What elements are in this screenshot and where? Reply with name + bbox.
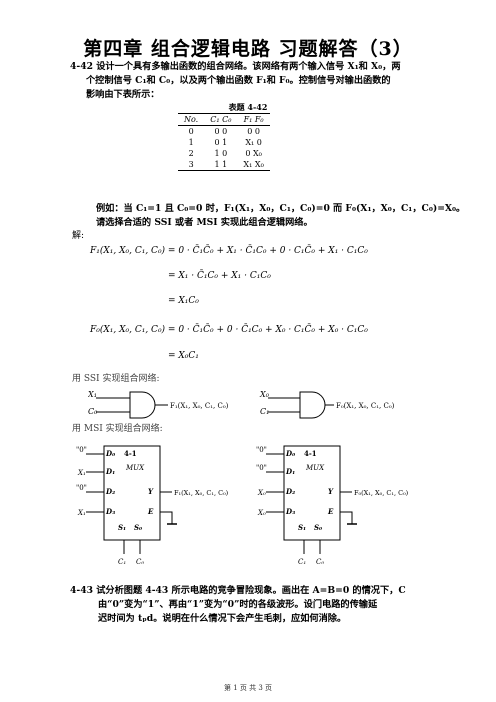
mux-f1-circuit: D₀ 4-1 MUX D₁ D₂ D₃ Y E S₁ S₀ "0" X₁ "0"… xyxy=(76,445,229,566)
mux-y-pin: Y xyxy=(328,487,334,496)
table-cell: 1 xyxy=(188,138,194,147)
page-title: 第四章 组合逻辑电路 习题解答（3） xyxy=(83,38,413,60)
truth-table: No. C₁ C₀ F₁ F₀ 0 0 0 0 0 1 0 1 X₁ 0 2 1… xyxy=(178,113,270,171)
mux-output-label: F₀(X₁, X₀, C₁, C₀) xyxy=(354,489,409,497)
example-text: 例如：当 C₁=1 且 C₀=0 时，F₁(X₁，X₀，C₁，C₀)=0 而 F… xyxy=(96,202,476,230)
mux-s0-pin: S₀ xyxy=(314,523,322,532)
mux-s1-pin: S₁ xyxy=(298,523,306,532)
table-cell: 1 0 xyxy=(214,149,228,158)
problem-line: 由“0”变为“1”、再由“1”变为“0”时的各级波形。设门电路的传输延 xyxy=(98,599,378,610)
and-gate-f1: X₁ C₀ F₁(X₁, X₀, C₁, C₀) xyxy=(88,390,229,419)
mux-input-label: X₁ xyxy=(77,509,86,517)
problem-line: 个控制信号 C₁和 C₀，以及两个输出函数 F₁和 F₀。控制信号对输出函数的 xyxy=(86,75,391,86)
mux-name: 4-1 xyxy=(304,449,317,458)
mux-pin: D₃ xyxy=(285,507,295,516)
table-cell: X₁ X₀ xyxy=(237,159,270,171)
mux-pin: D₀ xyxy=(285,449,295,458)
mux-input-label: "0" xyxy=(76,484,87,492)
table-cell: 1 1 xyxy=(204,159,238,171)
mux-e-pin: E xyxy=(147,507,154,516)
mux-s0-pin: S₀ xyxy=(134,523,142,532)
problem-line: 迟时间为 tₚd。说明在什么情况下会产生毛刺，应如何消除。 xyxy=(98,613,347,624)
mux-y-pin: Y xyxy=(148,487,154,496)
table-cell: 3 xyxy=(178,159,205,171)
mux-pin: D₀ xyxy=(105,449,115,458)
mux-pin: D₂ xyxy=(285,487,295,496)
gate-input-label: C₁ xyxy=(260,407,269,416)
gate-input-label: X₁ xyxy=(88,390,97,399)
mux-select-label: C₀ xyxy=(136,558,144,566)
gate-input-label: C₀ xyxy=(88,407,98,416)
mux-input-label: X₀ xyxy=(257,489,266,497)
table-cell: X₁ 0 xyxy=(245,138,262,147)
mux-input-label: X₀ xyxy=(257,509,266,517)
equation-f0: F₀(X₁, X₀, C₁, C₀) = 0 · C̄₁C̄₀ + 0 · C̄… xyxy=(90,325,368,335)
example-line: 请选择合适的 SSI 或者 MSI 实现此组合逻辑网络。 xyxy=(96,217,313,228)
mux-f0-circuit: D₀ 4-1 MUX D₁ D₂ D₃ Y E S₁ S₀ "0" "0" X₀… xyxy=(256,445,409,566)
solution-label: 解: xyxy=(72,231,85,241)
equation-f1: F₁(X₁, X₀, C₁, C₀) = 0 · C̄₁C̄₀ + X₁ · C… xyxy=(90,246,368,256)
problem-4-43: 4-43 试分析图题 4-43 所示电路的竞争冒险现象。画出在 A=B=0 的情… xyxy=(70,584,470,626)
ssi-circuit: X₁ C₀ F₁(X₁, X₀, C₁, C₀) X₀ C₁ F₀(X₁, X₀… xyxy=(88,390,395,419)
mux-name: 4-1 xyxy=(124,449,137,458)
problem-line: 影响由下表所示： xyxy=(86,89,160,100)
mux-name: MUX xyxy=(125,464,145,472)
mux-box xyxy=(103,445,161,541)
problem-4-42: 4-42 设计一个具有多输出函数的组合网络。该网络有两个输入信号 X₁和 X₀，… xyxy=(70,60,470,102)
table-cell: 0 0 xyxy=(247,127,260,136)
table-cell: 0 xyxy=(188,127,194,136)
mux-select-label: C₁ xyxy=(118,558,126,566)
mux-input-label: "0" xyxy=(76,446,87,454)
mux-pin: D₂ xyxy=(105,487,115,496)
mux-input-label: "0" xyxy=(256,464,267,472)
table-caption: 表题 4-42 xyxy=(228,102,268,112)
mux-pin: D₃ xyxy=(105,507,115,516)
table-cell: 0 1 xyxy=(214,138,228,147)
mux-input-label: X₁ xyxy=(77,469,86,477)
mux-output-label: F₁(X₁, X₀, C₁, C₀) xyxy=(174,489,229,497)
ssi-label: 用 SSI 实现组合网络: xyxy=(72,374,160,384)
table-header: C₁ C₀ xyxy=(204,113,238,126)
mux-select-label: C₁ xyxy=(298,558,306,566)
table-cell: 0 X₀ xyxy=(245,149,262,158)
mux-input-label: "0" xyxy=(256,446,267,454)
problem-line: 4-42 设计一个具有多输出函数的组合网络。该网络有两个输入信号 X₁和 X₀，… xyxy=(70,61,401,72)
table-cell: 2 xyxy=(188,149,194,158)
and-gate-f0: X₀ C₁ F₀(X₁, X₀, C₁, C₀) xyxy=(259,390,395,419)
mux-select-label: C₀ xyxy=(316,558,324,566)
msi-label: 用 MSI 实现组合网络: xyxy=(72,424,163,434)
page-footer: 第 1 页 共 3 页 xyxy=(223,684,273,692)
equation-f1-result: = X₁C₀ xyxy=(168,296,199,306)
mux-pin: D₁ xyxy=(285,467,295,476)
gate-output-label: F₁(X₁, X₀, C₁, C₀) xyxy=(170,402,229,410)
table-header: F₁ F₀ xyxy=(237,113,270,126)
problem-line: 4-43 试分析图题 4-43 所示电路的竞争冒险现象。画出在 A=B=0 的情… xyxy=(70,585,406,596)
equation-f1-step: = X₁ · C̄₁C₀ + X₁ · C₁C₀ xyxy=(168,271,271,281)
gate-input-label: X₀ xyxy=(259,390,270,399)
mux-e-pin: E xyxy=(327,507,334,516)
mux-pin: D₁ xyxy=(105,467,115,476)
table-cell: 0 0 xyxy=(214,127,228,136)
gate-output-label: F₀(X₁, X₀, C₁, C₀) xyxy=(336,402,395,410)
equation-f0-result: = X₀C₁ xyxy=(168,351,199,361)
mux-name: MUX xyxy=(305,464,325,472)
mux-s1-pin: S₁ xyxy=(118,523,126,532)
table-header: No. xyxy=(178,113,205,126)
mux-box xyxy=(283,445,341,541)
example-line: 例如：当 C₁=1 且 C₀=0 时，F₁(X₁，X₀，C₁，C₀)=0 而 F… xyxy=(96,203,466,214)
